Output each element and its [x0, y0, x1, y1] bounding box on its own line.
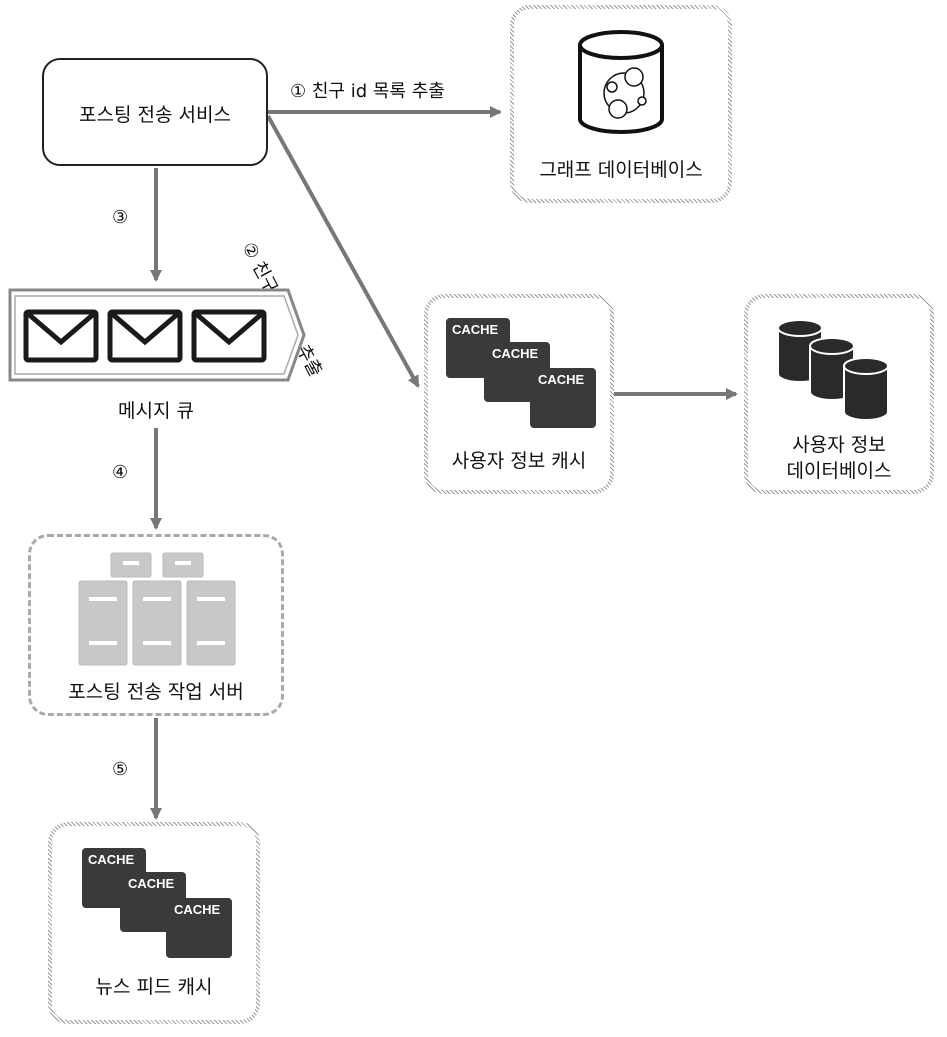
user-cache-label: 사용자 정보 캐시	[451, 450, 587, 472]
fanout-workers-box: 포스팅 전송 작업 서버	[28, 534, 284, 716]
database-stack-icon	[777, 319, 889, 421]
step3-label: ③	[112, 207, 129, 228]
cache-badge: CACHE	[530, 368, 596, 428]
user-cache-box: CACHE CACHE CACHE 사용자 정보 캐시	[424, 294, 614, 494]
user-db-box: 사용자 정보 데이터베이스	[744, 294, 934, 494]
graph-database-icon	[578, 30, 664, 134]
cache-stack-icon: CACHE CACHE CACHE	[446, 318, 596, 428]
news-feed-cache-label: 뉴스 피드 캐시	[95, 976, 213, 998]
arrow-step2	[266, 115, 420, 388]
news-feed-cache-box: CACHE CACHE CACHE 뉴스 피드 캐시	[48, 822, 260, 1024]
fanout-service-label: 포스팅 전송 서비스	[79, 104, 231, 126]
graph-db-label: 그래프 데이터베이스	[539, 159, 703, 181]
cache-badge: CACHE	[166, 898, 232, 958]
user-db-label: 사용자 정보 데이터베이스	[744, 432, 934, 484]
message-queue-label: 메시지 큐	[118, 400, 194, 422]
step4-label: ④	[112, 462, 129, 483]
step1-label: ① 친구 id 목록 추출	[290, 81, 445, 102]
user-db-label-line1: 사용자 정보	[792, 434, 886, 456]
graph-db-box: 그래프 데이터베이스	[510, 5, 732, 203]
fanout-service-box: 포스팅 전송 서비스	[42, 58, 268, 166]
message-queue-icon	[8, 288, 306, 382]
user-db-label-line2: 데이터베이스	[786, 460, 892, 482]
server-cluster-icon	[78, 552, 236, 666]
cache-stack-icon: CACHE CACHE CACHE	[82, 848, 232, 958]
step5-label: ⑤	[112, 759, 129, 780]
fanout-workers-label: 포스팅 전송 작업 서버	[68, 681, 244, 703]
